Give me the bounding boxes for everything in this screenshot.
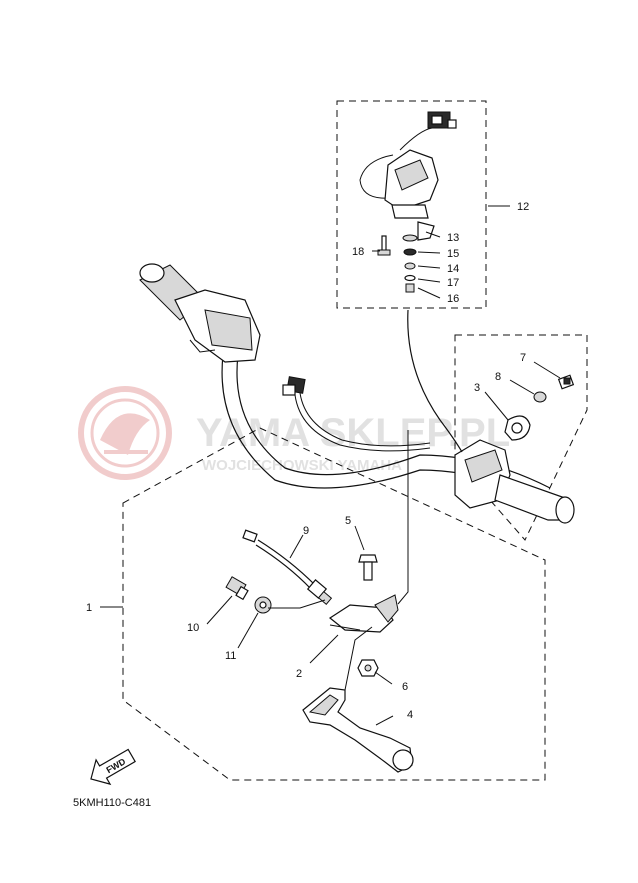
callout-16: 16 [447, 293, 459, 305]
group-3-outline [454, 334, 588, 541]
callout-labels: 1 2 3 4 5 6 7 8 9 10 11 12 13 14 15 16 1… [86, 201, 529, 721]
clamp-3 [504, 415, 531, 441]
clutch-lever-4 [302, 687, 414, 773]
callout-11: 11 [225, 650, 236, 662]
callout-10: 10 [187, 622, 199, 634]
bolt-7 [557, 374, 575, 390]
callout-5: 5 [345, 515, 351, 527]
group-12-outline [336, 100, 487, 309]
callout-12: 12 [517, 201, 529, 213]
callout-3: 3 [474, 382, 480, 394]
callout-17: 17 [447, 277, 459, 289]
cable-switch-9 [242, 529, 333, 605]
leader-lines [100, 205, 561, 726]
callout-15: 15 [447, 248, 459, 260]
callout-9: 9 [303, 525, 309, 537]
diagram-code: 5KMH110-C481 [73, 797, 151, 809]
callout-2: 2 [296, 668, 302, 680]
watermark-brand: YAMA SKLEP.PL [196, 411, 510, 455]
callout-1: 1 [86, 602, 92, 614]
fwd-arrow-icon: FWD [90, 748, 136, 786]
callout-14: 14 [447, 263, 459, 275]
callout-13: 13 [447, 232, 459, 244]
lever-holder-2 [328, 594, 399, 633]
bolt-5 [358, 554, 378, 581]
group-1-outline [122, 427, 546, 781]
left-wiring [282, 376, 431, 452]
callout-4: 4 [407, 709, 413, 721]
locknut-11 [254, 596, 272, 614]
watermark-logo-icon [78, 386, 172, 480]
callout-6: 6 [402, 681, 408, 693]
callout-8: 8 [495, 371, 501, 383]
adjuster-10 [225, 576, 249, 601]
switch-wire [407, 309, 463, 453]
nut-6 [357, 659, 379, 677]
callout-18: 18 [352, 246, 364, 258]
callout-7: 7 [520, 352, 526, 364]
washer-8 [533, 391, 547, 403]
left-switch-housing [174, 289, 261, 363]
switch-assembly-12 [359, 111, 457, 293]
watermark-subtitle: WOJCIECHOWSKI YAMAHA [202, 457, 402, 474]
watermark: YAMA SKLEP.PL WOJCIECHOWSKI YAMAHA [78, 386, 510, 480]
right-switch-on-bar [454, 439, 575, 524]
